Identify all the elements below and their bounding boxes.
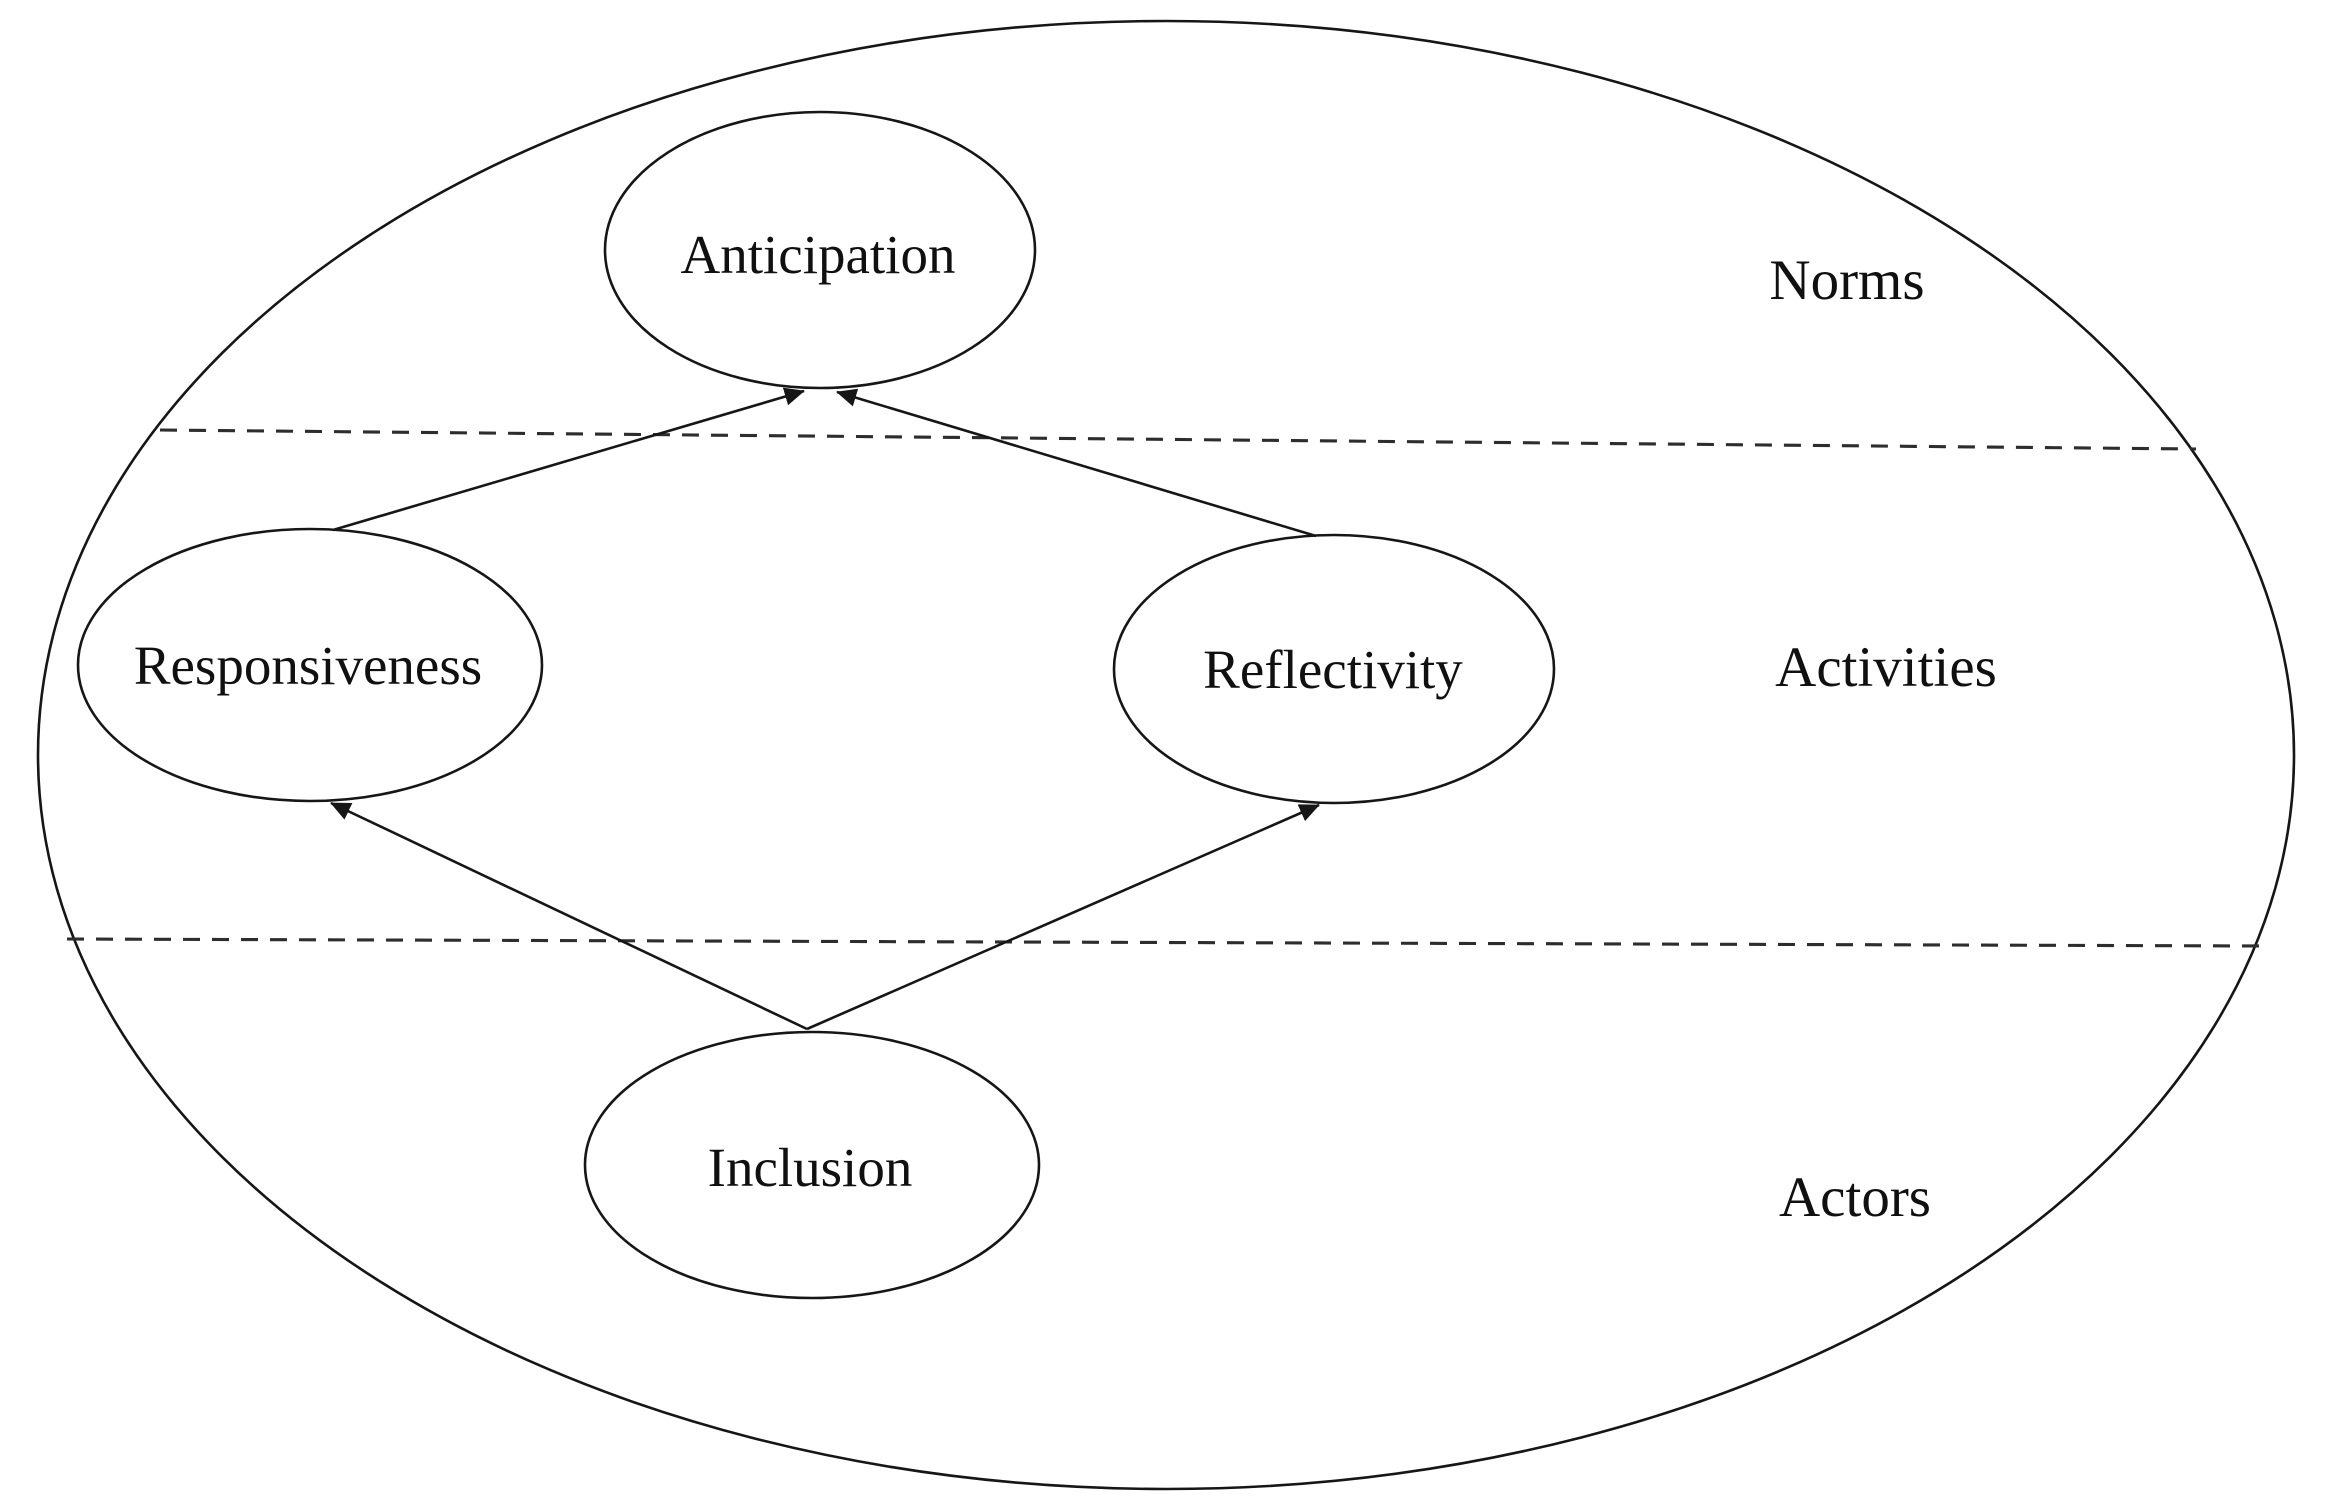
edge-inclusion-to-reflectivity (806, 803, 1320, 1031)
node-responsiveness: Responsiveness (76, 527, 544, 803)
zone-label-norms: Norms (1769, 249, 1924, 312)
zone-label-actors: Actors (1779, 1166, 1931, 1229)
edge-responsiveness-to-anticipation (332, 387, 805, 532)
dashed-divider-norms-activities (159, 428, 2197, 451)
node-inclusion-ellipse (583, 1030, 1041, 1300)
node-inclusion-label: Inclusion (708, 1137, 913, 1198)
node-reflectivity: Reflectivity (1112, 533, 1556, 805)
node-anticipation-label: Anticipation (681, 224, 956, 285)
dashed-divider-activities-actors (66, 937, 2264, 948)
edge-inclusion-to-responsiveness (330, 801, 808, 1031)
node-responsiveness-label: Responsiveness (134, 635, 482, 696)
node-reflectivity-label: Reflectivity (1203, 639, 1463, 700)
node-responsiveness-ellipse (76, 527, 544, 803)
node-anticipation: Anticipation (603, 110, 1037, 390)
zone-label-activities: Activities (1775, 636, 1997, 699)
node-reflectivity-ellipse (1112, 533, 1556, 805)
edge-reflectivity-to-anticipation (836, 388, 1317, 538)
outer-boundary-ellipse (36, 19, 2296, 1491)
node-anticipation-ellipse (603, 110, 1037, 390)
node-inclusion: Inclusion (583, 1030, 1041, 1300)
